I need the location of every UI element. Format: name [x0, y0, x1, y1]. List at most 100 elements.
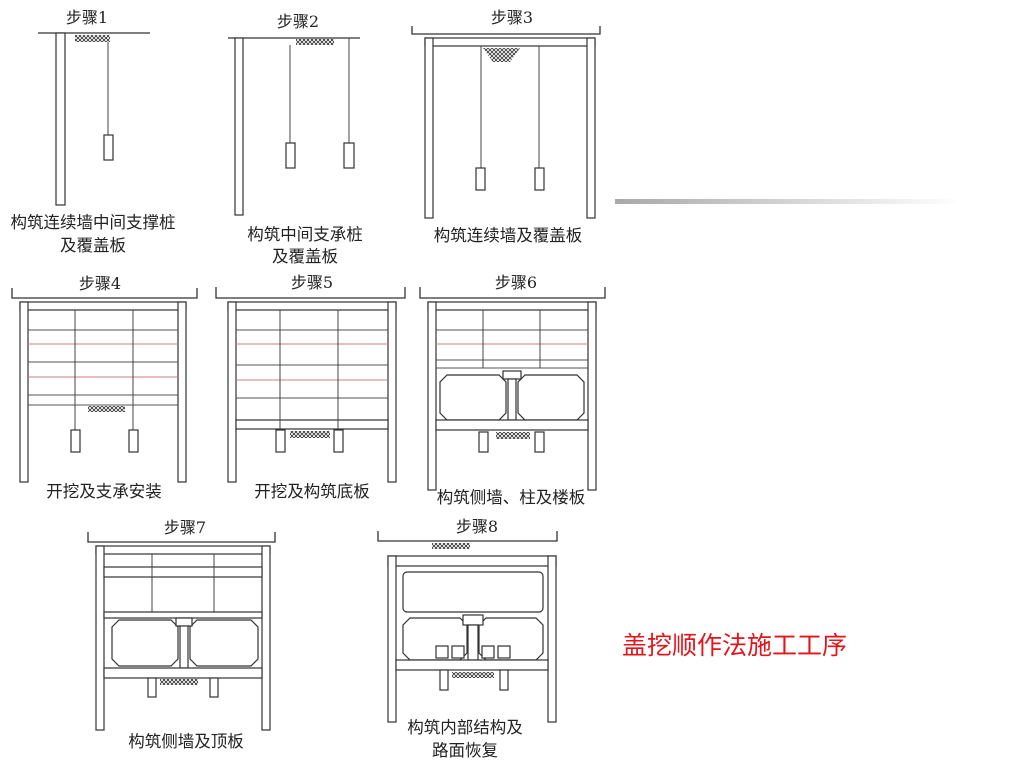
column-cap	[462, 614, 484, 626]
diaphragm-wall-right	[177, 301, 187, 483]
diagram-title: 盖挖顺作法施工工序	[622, 631, 847, 660]
step-8-caption-line-1: 构筑内部结构及	[407, 718, 523, 737]
soil-hatch	[452, 672, 494, 678]
cover-slab	[227, 301, 397, 311]
cover-slab	[19, 301, 187, 311]
pile-foot	[103, 134, 114, 161]
step-4-caption: 开挖及支承安装	[46, 482, 162, 501]
step-7-label: 步骤7	[164, 518, 206, 537]
center-column	[179, 625, 189, 669]
soil-hatch	[296, 39, 334, 45]
pile-foot	[147, 677, 157, 698]
step-7-caption: 构筑侧墙及顶板	[128, 732, 244, 751]
room-right	[517, 374, 585, 421]
pile-foot	[499, 669, 509, 691]
ground-line	[87, 532, 276, 543]
soil-hatch	[496, 432, 530, 439]
side-wall-right	[261, 545, 271, 731]
pile-foot	[333, 429, 344, 453]
cover-slab	[95, 545, 271, 555]
diaphragm-wall-right	[387, 301, 397, 483]
step-8-label: 步骤8	[456, 517, 498, 536]
side-wall-left	[427, 301, 437, 491]
internal-box	[497, 645, 511, 659]
step-3-diagram: 步骤3 构筑连续墙及覆盖板	[411, 8, 601, 245]
diaphragm-wall-left	[424, 37, 434, 219]
column-cap	[502, 370, 522, 380]
step-2-label: 步骤2	[277, 12, 319, 31]
soil-hatch	[88, 406, 125, 412]
step-8-caption-line-2: 路面恢复	[432, 741, 498, 760]
step-2-diagram: 步骤2 构筑中间支承桩 及覆盖板	[228, 12, 363, 266]
room-right	[189, 619, 259, 667]
step-1-caption-line-2: 及覆盖板	[60, 236, 126, 255]
cover-slab	[424, 37, 596, 47]
room-left	[439, 374, 507, 421]
step-2-caption-line-1: 构筑中间支承桩	[247, 225, 363, 244]
base-slab	[103, 667, 263, 679]
internal-box	[435, 645, 449, 659]
pile-foot	[70, 429, 81, 453]
side-wall-right	[547, 555, 557, 723]
roof-slab	[103, 566, 263, 578]
ground-line	[377, 531, 558, 542]
diaphragm-wall-left	[234, 37, 244, 216]
soil-hatch	[75, 35, 110, 42]
step-8-diagram: 步骤8 构筑内部结构及 路面恢复	[377, 517, 558, 760]
step-5-caption: 开挖及构筑底板	[254, 482, 370, 501]
base-slab	[235, 419, 389, 430]
road-fill-hatch	[432, 543, 470, 549]
side-wall-right	[587, 301, 597, 491]
step-7-diagram: 步骤7 构筑侧墙及顶板	[87, 518, 276, 751]
column-cap	[175, 617, 193, 627]
step-4-diagram: 步骤4 开挖及支承安装	[11, 274, 198, 501]
pile-foot	[285, 142, 296, 169]
pile-foot	[343, 142, 355, 169]
ground-line	[419, 287, 606, 299]
diaphragm-wall-right	[586, 37, 596, 219]
diaphragm-wall-left	[227, 301, 237, 483]
step-4-label: 步骤4	[79, 274, 121, 293]
base-slab	[435, 419, 589, 431]
diaphragm-wall-left	[55, 32, 66, 206]
side-wall-left	[387, 555, 397, 723]
step-1-caption-line-1: 构筑连续墙中间支撑桩	[11, 213, 176, 232]
ground-line	[411, 26, 601, 35]
ground-line	[215, 287, 406, 299]
pile-foot	[475, 167, 486, 191]
ground-line	[11, 288, 198, 299]
step-5-label: 步骤5	[291, 273, 333, 292]
side-wall-left	[95, 545, 105, 731]
center-column	[467, 624, 479, 661]
middle-slab	[103, 611, 263, 619]
pile-foot	[534, 431, 545, 453]
pile-foot	[275, 429, 286, 453]
roof-slab	[387, 555, 557, 567]
step-3-caption: 构筑连续墙及覆盖板	[434, 226, 583, 245]
soil-hatch	[290, 431, 330, 438]
pile-foot	[478, 431, 489, 453]
step-6-diagram: 步骤6 构筑侧墙、柱及楼板	[419, 273, 606, 507]
internal-box	[481, 645, 495, 659]
pile-foot	[209, 677, 219, 698]
cover-slab	[427, 301, 597, 311]
step-1-label: 步骤1	[66, 8, 108, 27]
step-1-diagram: 步骤1 构筑连续墙中间支撑桩 及覆盖板	[11, 8, 176, 255]
soil-hatch	[160, 679, 198, 685]
step-6-caption: 构筑侧墙、柱及楼板	[437, 488, 586, 507]
step-3-label: 步骤3	[491, 8, 533, 27]
diaphragm-wall-left	[19, 301, 29, 483]
soil-hatch	[483, 48, 520, 62]
base-slab	[395, 659, 549, 671]
pile-foot	[128, 429, 139, 453]
step-2-caption-line-2: 及覆盖板	[272, 247, 338, 266]
internal-box	[451, 645, 465, 659]
upper-room	[402, 571, 544, 613]
pile-foot	[439, 669, 449, 691]
pile-foot	[534, 167, 545, 191]
step-6-label: 步骤6	[495, 273, 537, 292]
divider-line	[615, 199, 960, 204]
center-column	[507, 378, 517, 421]
step-5-diagram: 步骤5 开挖及构筑底板	[215, 273, 406, 501]
